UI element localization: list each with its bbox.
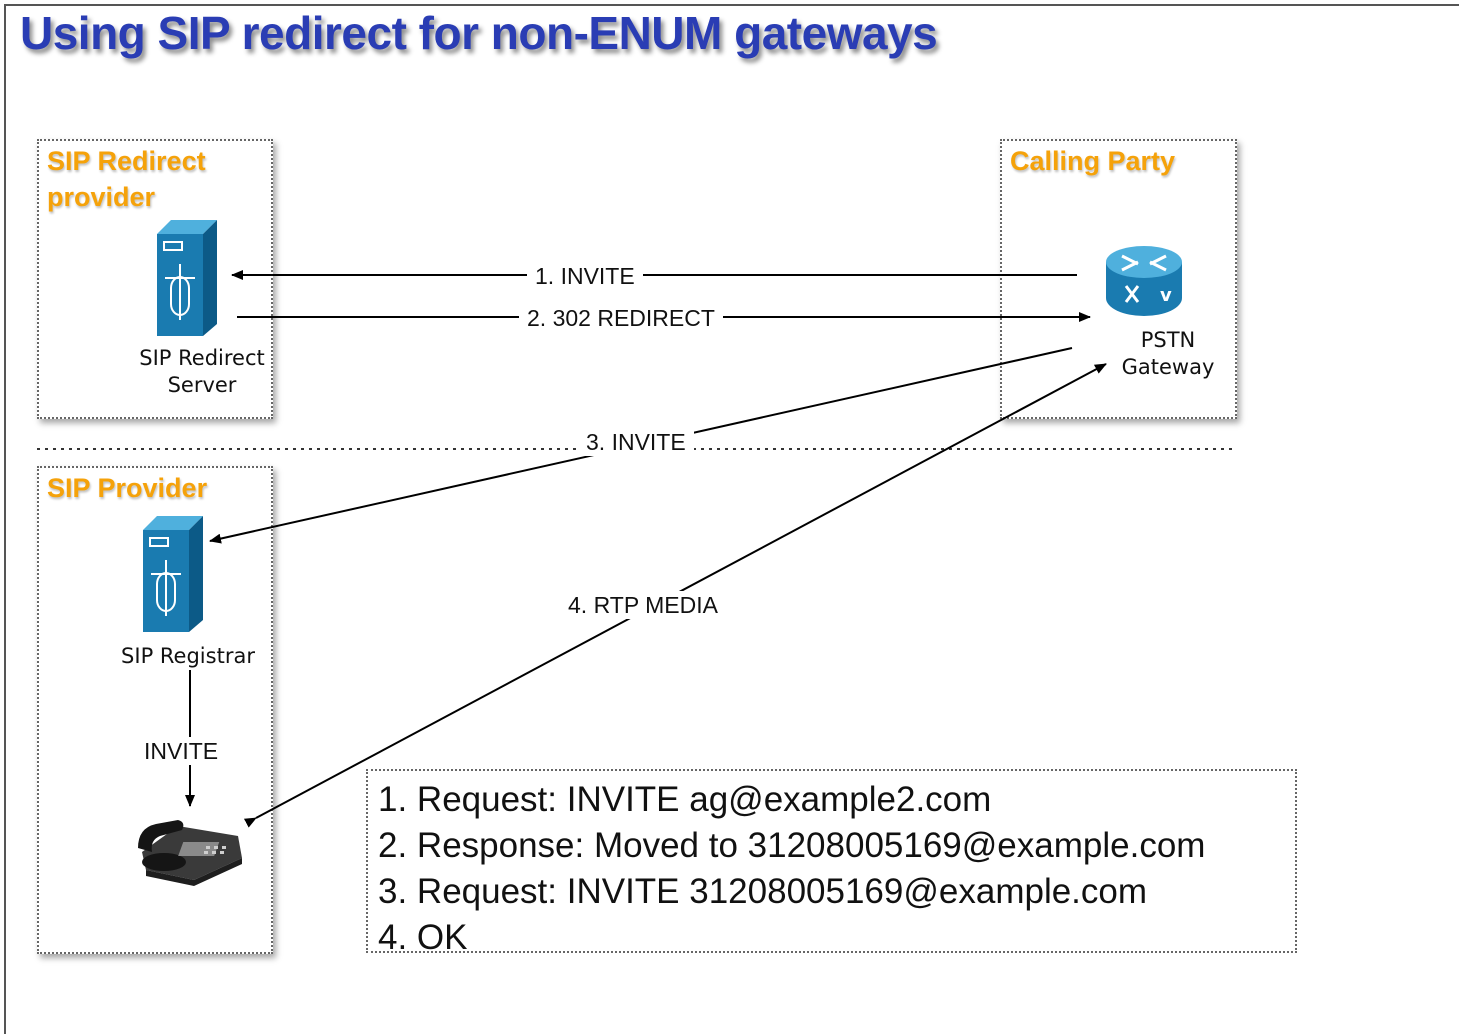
legend-line-2: 2. Response: Moved to 31208005169@exampl… — [378, 826, 1206, 865]
label-invite-local: INVITE — [136, 737, 227, 765]
legend-line-3: 3. Request: INVITE 31208005169@example.c… — [378, 872, 1148, 911]
slide-title: Using SIP redirect for non-ENUM gateways — [20, 7, 938, 59]
label-302-redirect-2: 2. 302 REDIRECT — [519, 304, 723, 332]
legend-line-1: 1. Request: INVITE ag@example2.com — [378, 780, 992, 819]
legend-line-4: 4. OK — [378, 918, 468, 957]
label-pstn-gateway: PSTN Gateway — [1121, 328, 1215, 379]
label-sip-registrar: SIP Registrar — [121, 644, 255, 668]
label-rtp-media-4: 4. RTP MEDIA — [560, 591, 726, 619]
label-invite-3: 3. INVITE — [578, 428, 694, 456]
legend-box: 1. Request: INVITE ag@example2.com 2. Re… — [366, 769, 1297, 957]
box-label-sip-provider: SIP Provider — [47, 473, 208, 503]
telephone-icon — [138, 820, 242, 886]
server-icon — [143, 516, 203, 632]
router-icon: v — [1106, 246, 1182, 316]
label-sip-redirect-server: SIP Redirect Server — [139, 346, 265, 397]
server-icon — [157, 220, 217, 336]
label-invite-1: 1. INVITE — [527, 262, 643, 290]
svg-text:v: v — [1160, 285, 1172, 306]
slide-frame — [4, 4, 1459, 1034]
box-label-calling-party: Calling Party — [1010, 146, 1176, 176]
box-label-redirect-provider: SIP Redirect provider — [47, 146, 206, 212]
